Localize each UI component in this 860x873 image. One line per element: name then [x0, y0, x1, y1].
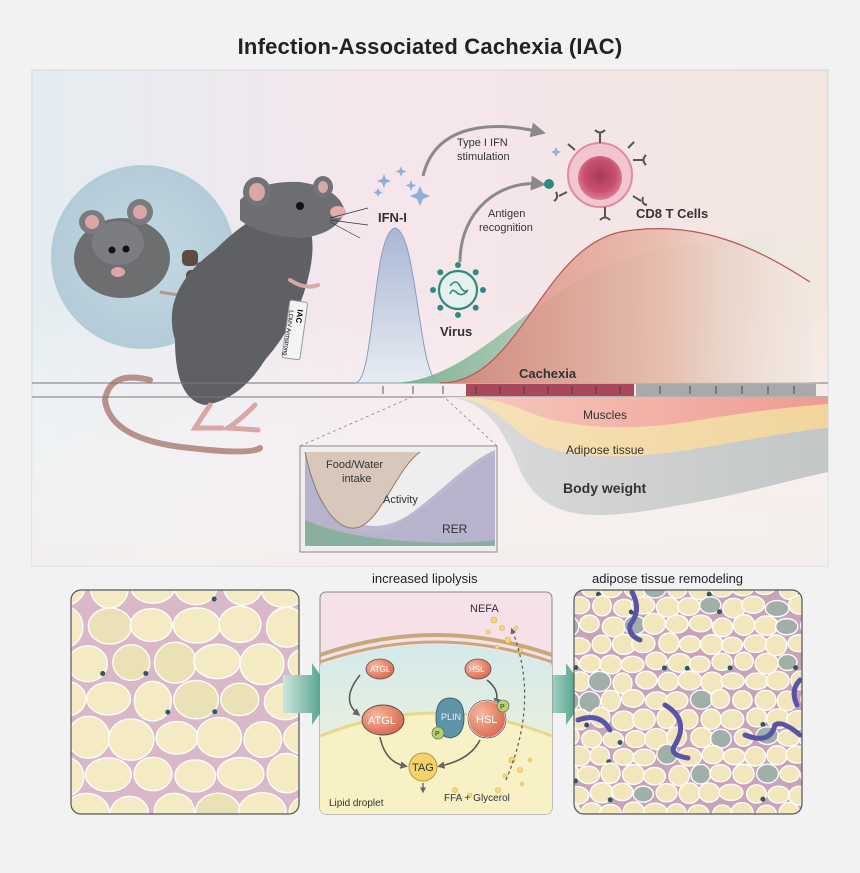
atgl-small-label: ATGL [370, 665, 391, 674]
cachexia-label: Cachexia [519, 366, 577, 381]
metabolic-inset: Food/Water intake Activity RER [299, 445, 498, 553]
plin-label: PLIN [441, 712, 461, 722]
antigen-label-line2: recognition [479, 222, 533, 234]
type1-ifn-label-line2: stimulation [457, 151, 510, 163]
food-label-line1: Food/Water [326, 459, 383, 471]
healthy-adipose-tissue [70, 589, 300, 815]
cd8-t-cell-icon [544, 129, 648, 221]
plin-p-label: P [435, 731, 440, 738]
lipolysis-caption: increased lipolysis [372, 571, 478, 586]
atgl-active [361, 704, 405, 736]
top-panel: IAC LCMV Armstrong Cachexia Muscles Adi [31, 69, 829, 567]
activity-label: Activity [383, 494, 418, 506]
rer-label: RER [442, 522, 468, 536]
nefa-label: NEFA [470, 603, 499, 615]
hsl-small-label: HSL [469, 665, 485, 674]
ifn-label: IFN-I [378, 210, 407, 225]
body-weight-label: Body weight [563, 480, 647, 496]
cd8-label: CD8 T Cells [636, 206, 708, 221]
ear-tag-line1: IAC [294, 309, 305, 324]
muscles-label: Muscles [583, 408, 627, 422]
tag-droplet [408, 752, 438, 782]
cd8-curve [440, 228, 810, 383]
hsl-p-label: P [500, 704, 505, 711]
lipid-droplet-label: Lipid droplet [329, 798, 384, 809]
atgl-large-label: ATGL [368, 715, 396, 727]
adipose-label: Adipose tissue [566, 443, 644, 457]
type1-ifn-label-line1: Type I IFN [457, 137, 508, 149]
hsl-inactive [464, 658, 492, 680]
plin-phospho [431, 726, 445, 740]
lipolysis-panel: NEFA ATGL HSL ATGL PLIN P HSL P TAG Lipi… [319, 591, 553, 815]
hsl-phospho [496, 699, 510, 713]
antigen-arrow [458, 175, 546, 263]
blood-vessels [575, 590, 802, 761]
timeline-ticks [382, 386, 795, 394]
cachexia-bar [466, 384, 816, 396]
remodeled-adipose-tissue [573, 589, 803, 815]
tag-label: TAG [412, 762, 434, 774]
ffa-label: FFA + Glycerol [444, 793, 510, 804]
virus-label: Virus [440, 324, 472, 339]
food-label-line2: intake [342, 473, 371, 485]
ifn-sparkles-icon [373, 166, 430, 206]
virus-icon [430, 262, 486, 318]
antigen-label-line1: Antigen [488, 208, 525, 220]
figure-title: Infection-Associated Cachexia (IAC) [237, 34, 623, 59]
type1-ifn-arrow [421, 122, 546, 177]
ifn-peak [354, 227, 441, 384]
remodeling-caption: adipose tissue remodeling [592, 571, 743, 586]
muscle-curve [460, 397, 828, 428]
iac-mouse: IAC LCMV Armstrong [101, 176, 369, 455]
atgl-inactive [365, 658, 395, 680]
hsl-large-label: HSL [476, 714, 497, 726]
